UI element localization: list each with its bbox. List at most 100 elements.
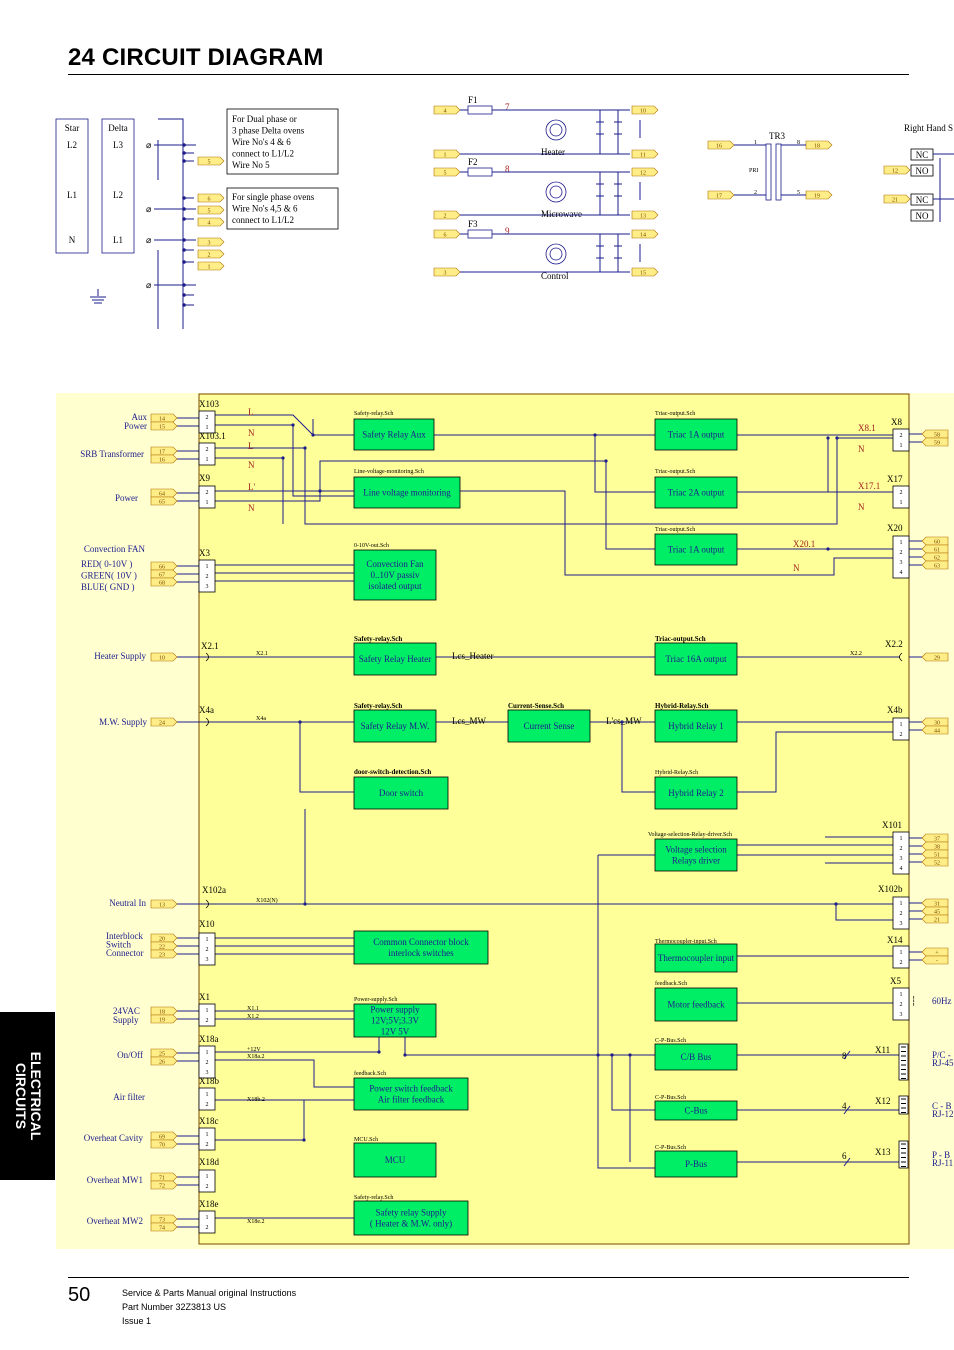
footer-line-2: Part Number 32Z3813 US xyxy=(122,1302,227,1312)
sheet-name: Current-Sense.Sch xyxy=(508,702,564,710)
fuse xyxy=(467,167,493,177)
terminal xyxy=(921,898,949,908)
pin-number: 1 xyxy=(206,1215,209,1221)
terminal-number: 18 xyxy=(159,1010,165,1016)
terminal-number: 14 xyxy=(640,233,646,239)
footer-text: Service & Parts Manual original Instruct… xyxy=(122,1286,296,1328)
terminal-number: 21 xyxy=(892,198,898,204)
module-label: Safety Relay M.W. xyxy=(361,721,430,731)
connector-body xyxy=(198,1003,216,1027)
terminal xyxy=(197,249,225,259)
supply-column xyxy=(55,118,89,254)
terminal-number: 62 xyxy=(934,556,940,562)
connector-label: X18e xyxy=(199,1199,219,1209)
module-label: Relays driver xyxy=(672,856,720,866)
terminal xyxy=(150,569,178,579)
module-label: ( Heater & M.W. only) xyxy=(370,1219,452,1229)
terminal-number: 65 xyxy=(159,500,165,506)
terminal-number: 72 xyxy=(159,1184,165,1190)
sheet-name: Triac-output.Sch xyxy=(655,635,706,643)
terminal-number: 74 xyxy=(159,1226,165,1232)
terminal xyxy=(150,1180,178,1190)
terminal-number: 38 xyxy=(934,845,940,851)
sheet-name: Thermocoupler-input.Sch xyxy=(655,939,717,945)
connector-label: X10 xyxy=(199,919,215,929)
note-line: Wire No's 4,5 & 6 xyxy=(232,204,298,214)
module-label: Door switch xyxy=(379,788,424,798)
sheet-name: Triac-output.Sch xyxy=(655,411,695,417)
overheat-cavity-label: Overheat Cavity xyxy=(84,1133,144,1143)
wire-number: 7 xyxy=(505,102,510,112)
module-label: MCU xyxy=(385,1155,406,1165)
module-thermo xyxy=(654,943,738,973)
airfilter-label: Air filter xyxy=(113,1092,145,1102)
terminal xyxy=(150,1131,178,1141)
terminal xyxy=(921,914,949,924)
terminal xyxy=(150,454,178,464)
connector-pin xyxy=(205,899,209,909)
switch-symbol: ⌀ xyxy=(146,140,152,150)
terminal-number: 14 xyxy=(159,417,165,423)
terminal xyxy=(197,193,225,203)
terminal xyxy=(433,149,461,159)
module-label: Convection Fan xyxy=(366,559,424,569)
terminal-number: 1 xyxy=(208,265,211,271)
module-psu xyxy=(353,1003,437,1038)
sheet-name: C-P-Bus.Sch xyxy=(655,1038,686,1044)
module-label: Power switch feedback xyxy=(369,1084,453,1094)
terminal-number: 60 xyxy=(934,540,940,546)
module-label: Triac 2A output xyxy=(668,488,725,498)
terminal xyxy=(631,210,659,220)
junction-dot xyxy=(291,423,295,427)
junction-dot xyxy=(610,1053,614,1057)
wire xyxy=(611,1055,655,1111)
module-label: Common Connector block xyxy=(373,937,469,947)
module-label: Current Sense xyxy=(524,721,575,731)
terminal xyxy=(921,955,949,965)
pin-number: 1 xyxy=(206,1008,209,1014)
terminal xyxy=(150,933,178,943)
note-line: 3 phase Delta ovens xyxy=(232,126,305,136)
terminal xyxy=(921,833,949,843)
terminal-number: 4 xyxy=(208,221,211,227)
wire xyxy=(835,904,893,921)
pin-number: 3 xyxy=(206,1070,209,1076)
junction-dot xyxy=(826,547,830,551)
sheet-name: Triac-output.Sch xyxy=(655,527,695,533)
note-line: For Dual phase or xyxy=(232,114,297,124)
pin-number: 2 xyxy=(900,911,903,917)
terminal-number: 24 xyxy=(159,721,165,727)
junction-dot xyxy=(302,1138,306,1142)
page-title: 24 CIRCUIT DIAGRAM xyxy=(68,44,324,71)
net-label: X20.1 xyxy=(793,539,815,549)
choke xyxy=(549,247,563,261)
sheet-name: Triac-output.Sch xyxy=(655,469,695,475)
wire-number: 8 xyxy=(505,164,510,174)
terminal xyxy=(150,577,178,587)
terminal-number: 12 xyxy=(640,171,646,177)
module-triac2 xyxy=(654,476,738,509)
terminal-number: 17 xyxy=(716,194,722,200)
terminal-number: 10 xyxy=(640,109,646,115)
module-label: Safety relay Supply xyxy=(376,1208,447,1218)
aux-label: Power xyxy=(124,421,147,431)
mw-label: M.W. Supply xyxy=(99,717,147,727)
module-label: 12V;5V;3.3V xyxy=(371,1016,419,1026)
vac-label: 24VAC xyxy=(113,1006,140,1016)
terminal-number: 37 xyxy=(934,837,940,843)
module-label: 12V 5V xyxy=(381,1027,410,1037)
connector-label: X5 xyxy=(890,976,901,986)
filter-name: Microwave xyxy=(541,209,582,219)
transformer-pin: 8 xyxy=(797,140,800,146)
pb-bus-label: P - B xyxy=(932,1150,950,1160)
footer-line-1: Service & Parts Manual original Instruct… xyxy=(122,1288,297,1298)
terminal xyxy=(197,156,225,166)
connector-label: X101 xyxy=(882,820,902,830)
terminal xyxy=(921,429,949,439)
connector-body xyxy=(198,1169,216,1193)
net-label: L xyxy=(248,407,254,417)
transformer-primary: PRI xyxy=(749,168,758,174)
terminal xyxy=(921,544,949,554)
sheet-name: feedback.Sch xyxy=(354,1070,386,1077)
